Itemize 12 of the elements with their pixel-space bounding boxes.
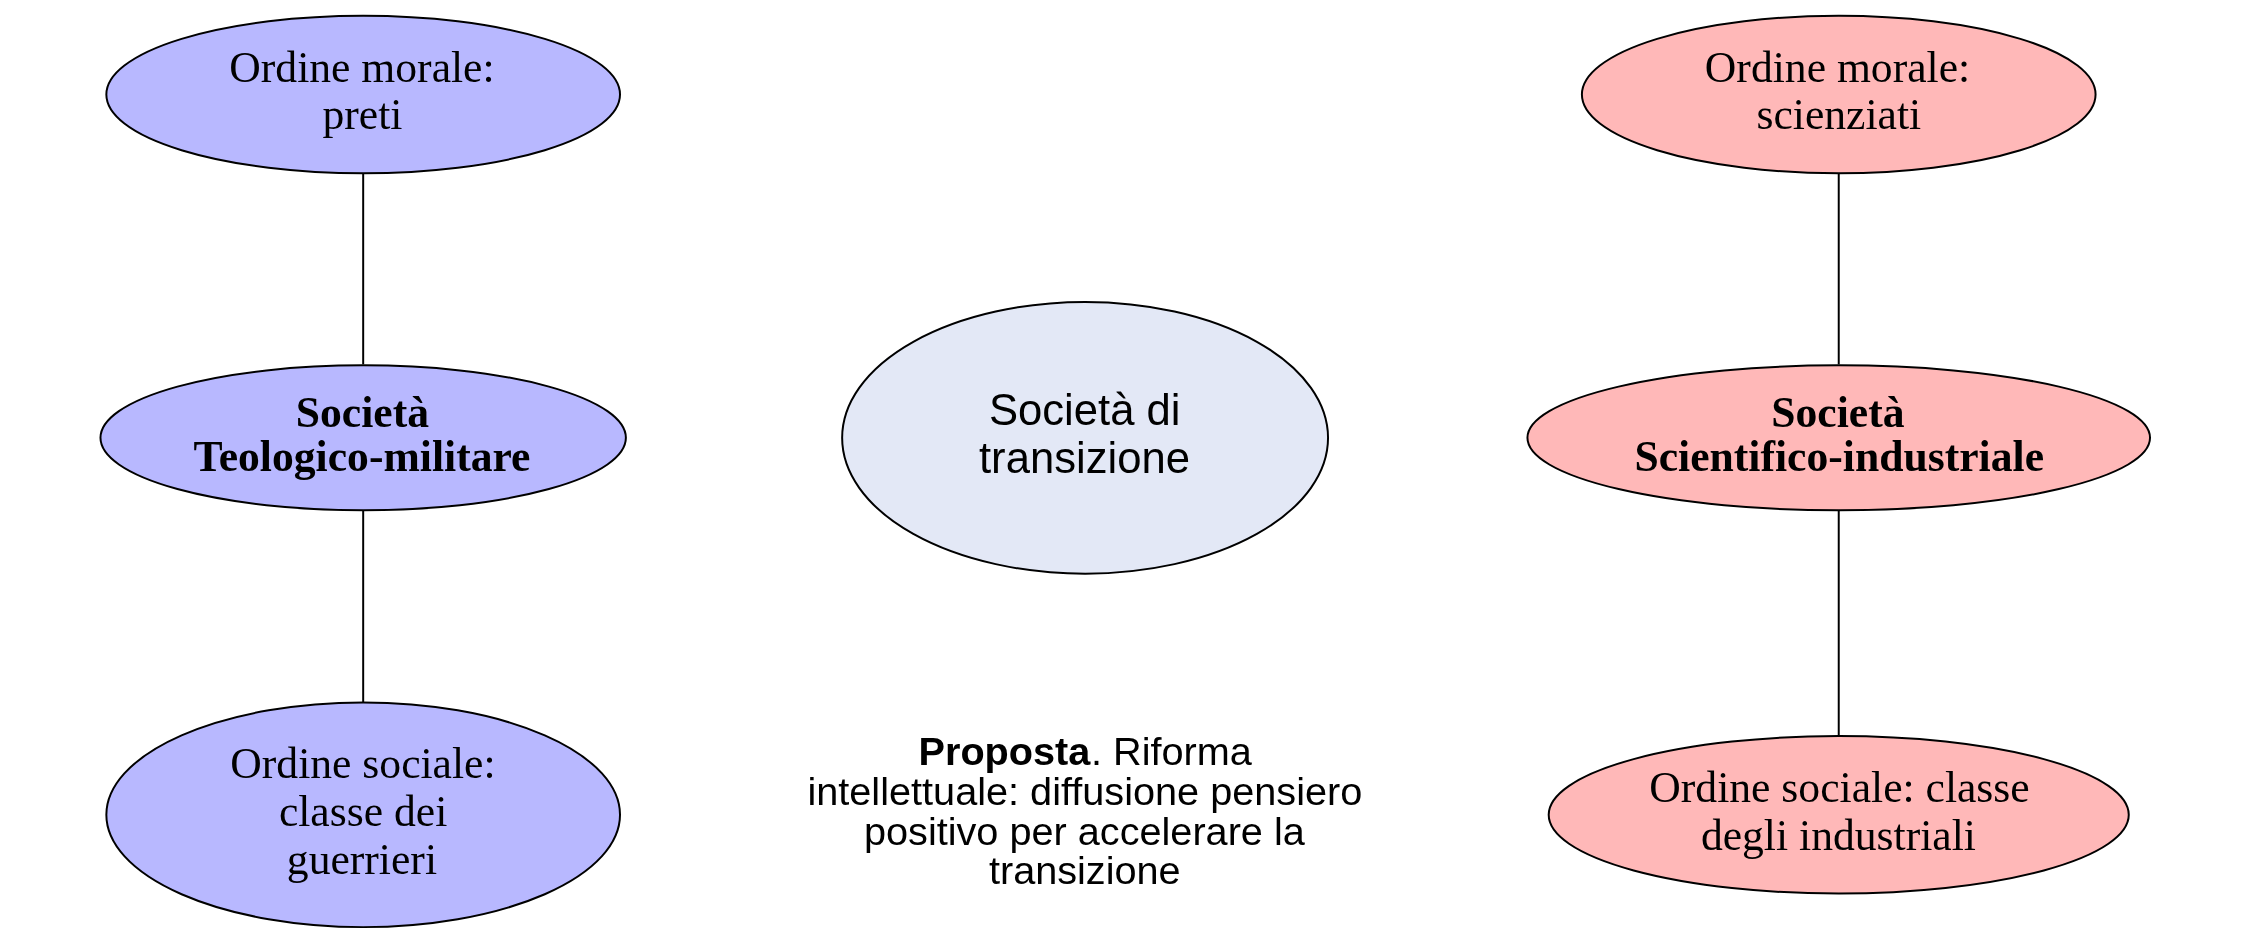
node-ellipse: Ordine morale: preti (104, 14, 621, 175)
node-ellipse: Ordine sociale: classe degli industriali (1547, 735, 2130, 895)
connector (1837, 172, 1840, 366)
node-ellipse: Società Scientifico-industriale (1525, 364, 2151, 512)
node-ellipse: Società di transizione (840, 301, 1329, 575)
connector (361, 509, 364, 704)
label: Proposta. Riforma intellettuale: diffusione pensiero positivo per accelerare la transizione (806, 729, 1362, 893)
node-ellipse: Ordine morale: scienziati (1580, 14, 2097, 175)
node-ellipse: Società Teologico-militare (99, 364, 627, 512)
node-ellipse: Ordine sociale: classe dei guerrieri (104, 701, 621, 929)
connector (1837, 509, 1840, 737)
connector (361, 172, 364, 366)
